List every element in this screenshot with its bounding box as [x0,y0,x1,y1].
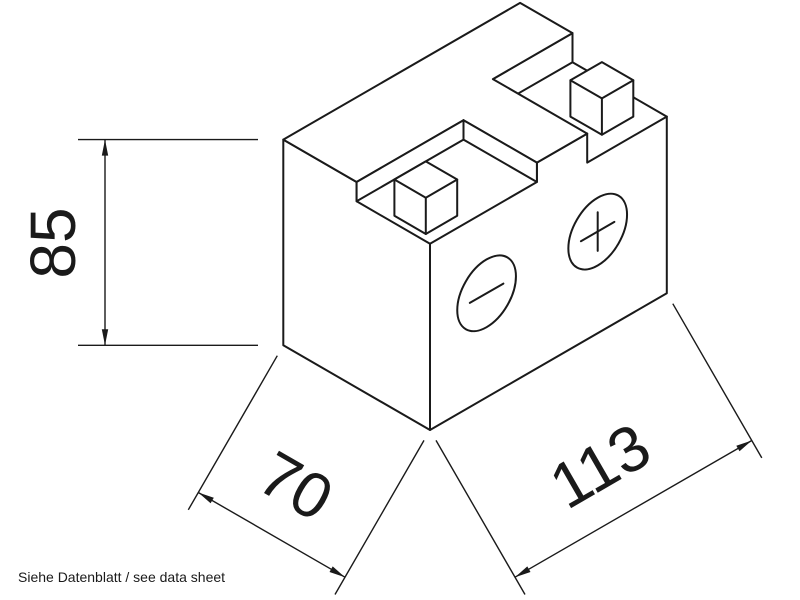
depth-extension-line-right [334,440,425,595]
terminal-post-rear-top-right-edge [600,79,635,100]
depth-dimension-line [197,491,346,578]
terminal-post-rear [569,61,635,136]
dimension-height: 85 [17,138,258,346]
plus-terminal-mark [568,181,627,283]
length-dimension-value: 113 [538,409,662,522]
height-arrow-top [101,139,109,156]
length-arrow-right [736,440,752,452]
terminal-post-front [393,160,459,235]
minus-circle [457,242,516,344]
depth-arrow-right [329,566,345,578]
length-dimension-line [514,439,753,578]
height-arrow-bottom [101,329,109,346]
length-extension-line-right [672,303,763,459]
plus-circle [568,181,627,283]
depth-arrow-left [198,492,214,504]
depth-dimension-value: 70 [247,437,345,535]
minus-icon [468,282,505,304]
terminal-post-rear-top-left-edge [569,79,603,100]
terminal-post-front-top-left-edge [393,178,427,199]
terminal-recess-back-wall [355,119,465,203]
terminal-post-front-top-right-edge [424,178,459,199]
datasheet-note: Siehe Datenblatt / see data sheet [18,569,225,585]
height-dimension-value: 85 [17,207,89,278]
minus-terminal-mark [457,242,516,344]
battery-body [282,1,668,431]
length-extension-line-left [435,440,526,595]
length-arrow-left [515,566,531,578]
depth-extension-line-left [187,355,278,511]
